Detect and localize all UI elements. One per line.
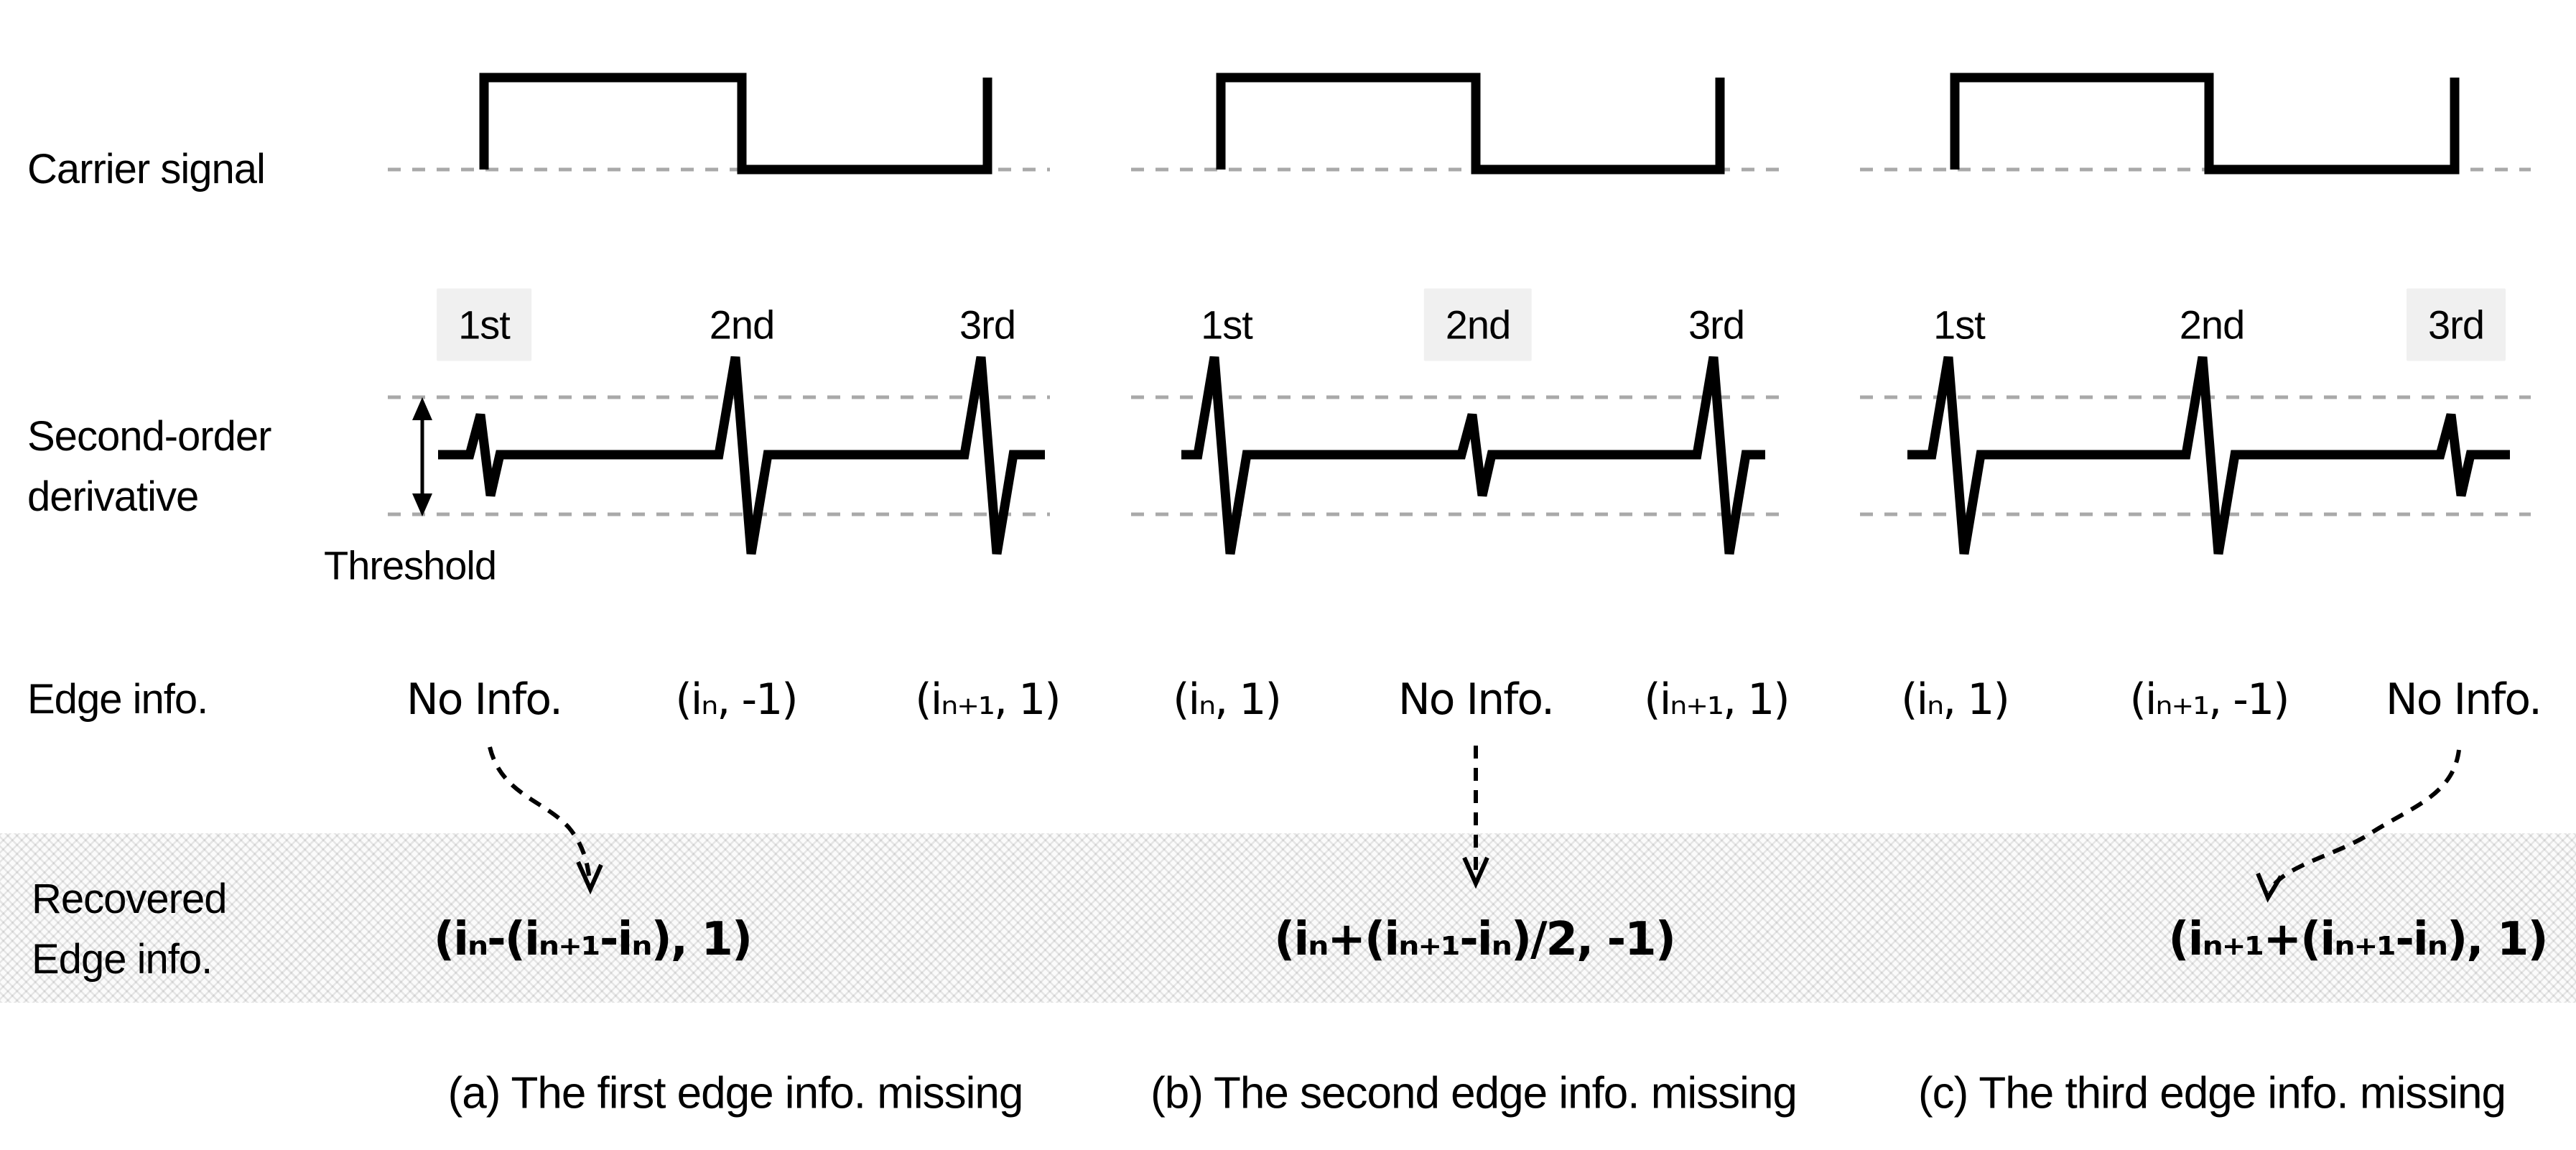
carrier-waves (479, 73, 2460, 175)
recovered-row-label: Recovered Edge info. (32, 869, 227, 990)
panel-b-caption: (b) The second edge info. missing (1150, 1068, 1798, 1118)
panel-c-derivative-wave (1907, 356, 2510, 555)
recovered-label-line2: Edge info. (32, 936, 213, 983)
panel-b-carrier-wave (1216, 73, 1725, 175)
edge-info-row-label: Edge info. (27, 676, 208, 723)
panel-c-ordinal-1st: 1st (1933, 302, 1986, 348)
panel-a-edge-info-3: (iₙ₊₁, 1) (915, 674, 1061, 725)
panel-c-edge-info-1: (iₙ, 1) (1901, 674, 2010, 725)
panel-a-edge-info-1: No Info. (406, 674, 563, 725)
panel-b-ordinal-1st: 1st (1201, 302, 1253, 348)
derivative-label: Second-order derivative (27, 407, 271, 527)
panel-a-ordinal-2nd: 2nd (709, 302, 775, 348)
panel-c-edge-info-3: No Info. (2385, 674, 2542, 725)
panel-c-recovery-arrow (2267, 749, 2461, 894)
panel-a-recovery-arrow (488, 746, 592, 881)
panel-a-ordinal-3rd: 3rd (959, 302, 1016, 348)
carrier-signal-label: Carrier signal (27, 146, 266, 193)
recovery-arrows (488, 746, 2461, 903)
panel-b-ordinal-2nd: 2nd (1423, 288, 1533, 361)
panel-b-derivative-wave (1181, 356, 1765, 555)
recovered-label-line1: Recovered (32, 876, 227, 922)
panel-c-ordinal-3rd: 3rd (2407, 288, 2506, 361)
panel-c-recovered-formula: (iₙ₊₁+(iₙ₊₁-iₙ), 1) (2168, 913, 2548, 966)
panel-b-edge-info-2: No Info. (1398, 674, 1555, 725)
panel-b-recovered-formula: (iₙ+(iₙ₊₁-iₙ)/2, -1) (1274, 913, 1676, 966)
panel-a-recovered-formula: (iₙ-(iₙ₊₁-iₙ), 1) (433, 913, 753, 966)
recovered-band (0, 833, 2576, 1003)
panel-a-recovery-arrowhead (576, 861, 603, 895)
threshold-range-arrow (412, 397, 432, 516)
panel-a-caption: (a) The first edge info. missing (447, 1068, 1024, 1118)
derivative-label-line2: derivative (27, 473, 199, 520)
panel-b-ordinal-3rd: 3rd (1688, 302, 1745, 348)
panel-a-derivative-wave (438, 356, 1045, 555)
panel-c-recovery-arrowhead (2256, 872, 2283, 903)
derivative-waves (438, 356, 2510, 555)
threshold-label: Threshold (323, 542, 497, 588)
derivative-label-line1: Second-order (27, 413, 271, 460)
panel-a-edge-info-2: (iₙ, -1) (675, 674, 798, 725)
panel-c-edge-info-2: (iₙ₊₁, -1) (2129, 674, 2289, 725)
panel-b-edge-info-3: (iₙ₊₁, 1) (1644, 674, 1790, 725)
panel-a-carrier-wave (479, 73, 992, 175)
panel-c-caption: (c) The third edge info. missing (1917, 1068, 2506, 1118)
panel-a-ordinal-1st: 1st (437, 288, 531, 361)
panel-c-ordinal-2nd: 2nd (2179, 302, 2245, 348)
panel-c-carrier-wave (1950, 73, 2460, 175)
panel-b-edge-info-1: (iₙ, 1) (1173, 674, 1282, 725)
panel-b-recovery-arrowhead (1462, 856, 1489, 889)
